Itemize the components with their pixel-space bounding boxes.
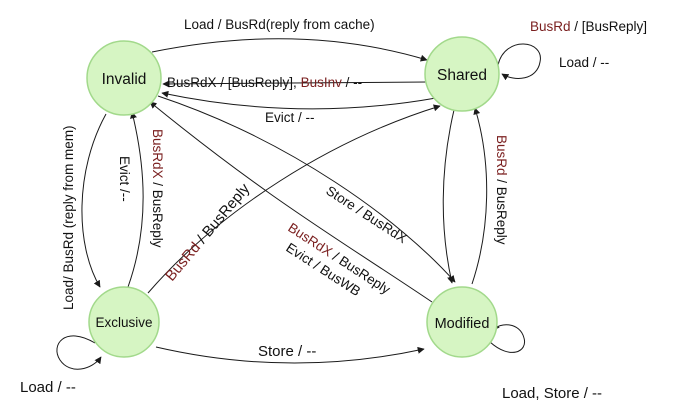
state-shared: Shared bbox=[424, 36, 500, 112]
label-exclusive-self: Load / -- bbox=[20, 379, 76, 396]
label-shared-self-load: Load / -- bbox=[559, 55, 609, 70]
label-invalid-to-exclusive: Load/ BusRd (reply from mem) bbox=[61, 125, 76, 310]
label-exclusive-to-modified: Store / -- bbox=[258, 343, 316, 360]
state-invalid-label: Invalid bbox=[102, 71, 147, 88]
label-shared-to-invalid: BusRdX / [BusReply], BusInv / -- bbox=[167, 75, 362, 90]
edge-invalid-to-exclusive bbox=[81, 113, 107, 288]
state-exclusive: Exclusive bbox=[88, 286, 160, 358]
state-exclusive-label: Exclusive bbox=[95, 315, 152, 330]
loop-modified bbox=[489, 322, 526, 353]
edge-shared-evict bbox=[161, 90, 437, 110]
label-exclusive-to-shared: BusRd / BusReply bbox=[162, 180, 254, 285]
edge-exclusive-to-shared bbox=[147, 104, 441, 294]
edge-exclusive-to-invalid bbox=[127, 111, 144, 288]
edge-invalid-to-shared bbox=[151, 38, 428, 62]
edge-shared-to-modified bbox=[442, 109, 455, 284]
edge-modified-to-invalid bbox=[149, 101, 433, 303]
label-exclusive-to-invalid: BusRdX / BusReply bbox=[150, 129, 165, 248]
label-invalid-to-modified: Store / BusRdX bbox=[323, 183, 409, 246]
label-shared-self-busrd: BusRd / [BusReply] bbox=[530, 19, 647, 34]
loop-exclusive bbox=[56, 335, 102, 370]
state-modified-label: Modified bbox=[435, 316, 490, 332]
label-exclusive-evict: Evict /-- bbox=[117, 156, 132, 202]
edge-shared-to-invalid bbox=[162, 80, 428, 88]
label-shared-evict: Evict / -- bbox=[265, 110, 315, 125]
state-modified: Modified bbox=[426, 286, 498, 358]
edge-exclusive-to-modified bbox=[155, 346, 425, 364]
state-shared-label: Shared bbox=[437, 67, 487, 84]
label-invalid-to-shared: Load / BusRd(reply from cache) bbox=[184, 17, 375, 32]
edge-modified-to-shared bbox=[471, 107, 488, 285]
label-modified-self: Load, Store / -- bbox=[502, 385, 602, 402]
loop-shared bbox=[497, 43, 541, 81]
label-modified-to-shared: BusRd / BusReply bbox=[494, 135, 509, 245]
edge-invalid-to-modified bbox=[157, 95, 456, 283]
state-invalid: Invalid bbox=[86, 40, 162, 116]
